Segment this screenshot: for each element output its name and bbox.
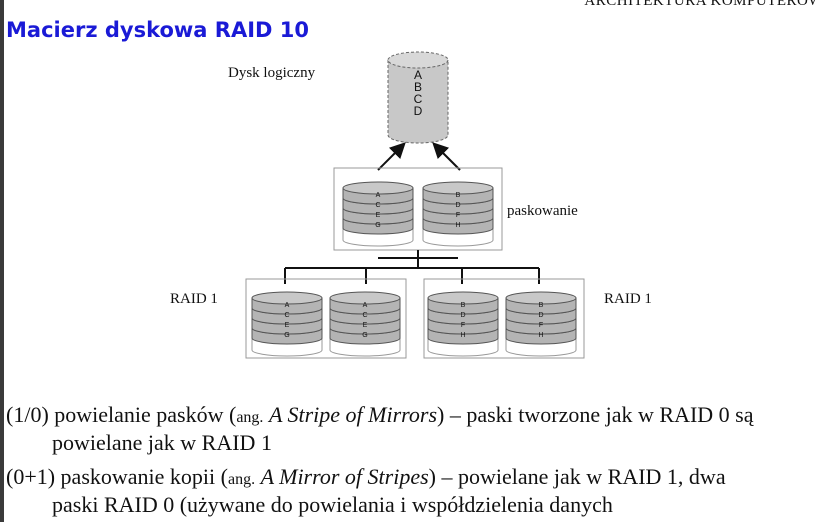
raid1-left-box bbox=[245, 278, 407, 359]
stripe-label: F bbox=[456, 212, 460, 219]
left-edge-bar bbox=[0, 0, 4, 522]
logical-letter-b: B bbox=[414, 80, 422, 94]
stripe-label: B bbox=[456, 192, 461, 199]
stripe-label: G bbox=[284, 332, 289, 339]
item-2-rest: ) – powielane jak w RAID 1, dwa bbox=[428, 464, 726, 489]
stripe-label: C bbox=[284, 312, 289, 319]
item-2-ang: ang. bbox=[227, 471, 256, 488]
stripe-label: A bbox=[285, 302, 290, 309]
raid1-right-label: RAID 1 bbox=[604, 291, 652, 307]
item-1-ang: ang. bbox=[236, 409, 264, 426]
item-2-prefix: (0+1) paskowanie kopii ( bbox=[6, 464, 228, 489]
raid1-left-label: RAID 1 bbox=[170, 291, 218, 307]
logical-letter-d: D bbox=[414, 104, 423, 118]
stripe-label: F bbox=[461, 322, 465, 329]
item-1-rest: ) – paski tworzone jak w RAID 0 są bbox=[437, 402, 754, 427]
stripe-label: E bbox=[363, 322, 368, 329]
raid1-right-box bbox=[423, 278, 585, 359]
stripe-label: D bbox=[455, 202, 460, 209]
connector-lines bbox=[284, 250, 540, 284]
stripe-label: G bbox=[362, 332, 367, 339]
stripe-label: C bbox=[362, 312, 367, 319]
item-2-italic: A Mirror of Stripes bbox=[260, 464, 429, 489]
item-1-continuation: powielane jak w RAID 1 bbox=[52, 430, 272, 455]
description-item-1: (1/0) powielanie pasków (ang. A Stripe o… bbox=[6, 402, 809, 455]
logical-disk: A B C D bbox=[387, 51, 449, 144]
stripe-label: G bbox=[375, 222, 380, 229]
arrow-right bbox=[432, 142, 461, 171]
stripe-label: C bbox=[375, 202, 380, 209]
stripe-label: H bbox=[538, 332, 543, 339]
stripe-label: E bbox=[376, 212, 381, 219]
stripe-label: F bbox=[539, 322, 543, 329]
stripe-label: E bbox=[285, 322, 290, 329]
header-course-name: ARCHITEKTURA KOMPUTERÓW bbox=[584, 0, 815, 9]
stripe-label: D bbox=[538, 312, 543, 319]
stripe-label: H bbox=[460, 332, 465, 339]
logical-disk-label: Dysk logiczny bbox=[228, 65, 316, 81]
item-2-continuation: paski RAID 0 (używane do powielania i ws… bbox=[52, 492, 613, 517]
stripe-label: A bbox=[376, 192, 381, 199]
slide-title: Macierz dyskowa RAID 10 bbox=[6, 18, 309, 42]
arrow-left bbox=[377, 142, 406, 171]
description-item-2: (0+1) paskowanie kopii (ang. A Mirror of… bbox=[6, 464, 809, 517]
stripe-label: B bbox=[461, 302, 466, 309]
stripe-label: A bbox=[363, 302, 368, 309]
logical-letter-a: A bbox=[414, 68, 422, 82]
striping-label: paskowanie bbox=[507, 203, 578, 219]
raid10-diagram: A B C D Dysk logiczny paskowanie RAID 1 … bbox=[170, 51, 652, 359]
stripe-label: B bbox=[539, 302, 544, 309]
stripe-label: H bbox=[455, 222, 460, 229]
logical-letter-c: C bbox=[414, 92, 423, 106]
item-1-prefix: (1/0) powielanie pasków ( bbox=[6, 402, 237, 427]
stripe-label: D bbox=[460, 312, 465, 319]
item-1-italic: A Stripe of Mirrors bbox=[268, 402, 438, 427]
